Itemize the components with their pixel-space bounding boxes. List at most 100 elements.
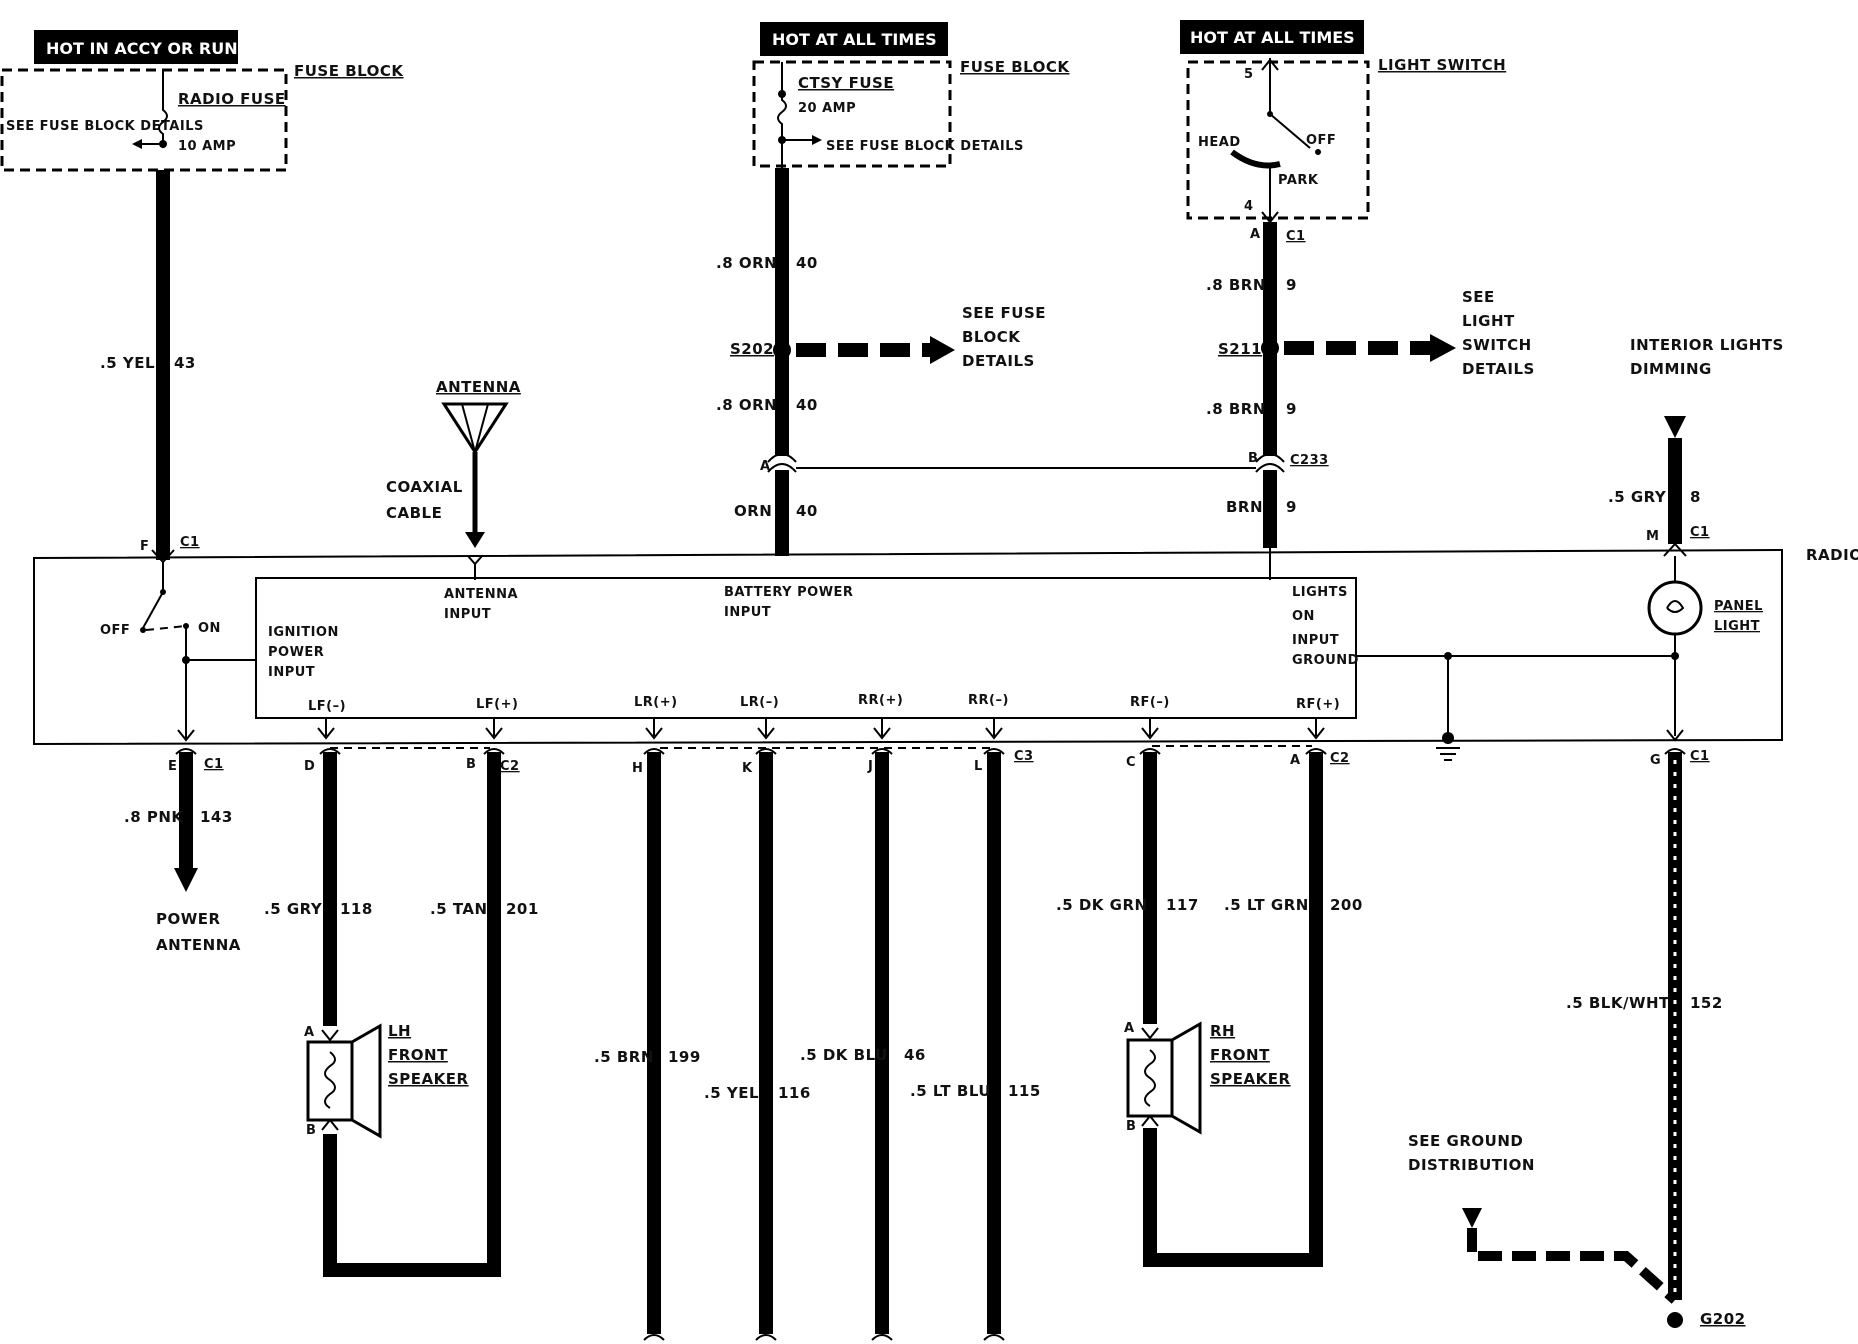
s211-see-4: DETAILS (1462, 360, 1535, 378)
lights-3: INPUT (1292, 633, 1339, 648)
light-switch-title: LIGHT SWITCH (1378, 56, 1506, 74)
ign-1: IGNITION (268, 625, 339, 640)
light-switch-pin5: 5 (1244, 67, 1254, 82)
wire-dk-grn-117-num: 117 (1166, 896, 1199, 914)
dimming-1: INTERIOR LIGHTS (1630, 336, 1784, 354)
ant-in-1: ANTENNA (444, 587, 518, 602)
radio-lf-pos: LF(+) (476, 697, 518, 712)
coaxial-arrowhead (465, 532, 485, 548)
lh-speaker-cone (351, 1023, 382, 1139)
pin-g: G (1650, 753, 1661, 768)
radio-lf-neg: LF(–) (308, 699, 346, 714)
ground-distribution-arrow (1462, 1208, 1482, 1228)
ctsy-fuse-see: SEE FUSE BLOCK DETAILS (826, 139, 1024, 154)
antenna-symbol (441, 402, 509, 455)
wire-brn-9c-num: 9 (1286, 498, 1297, 516)
wire-brn-199-num: 199 (668, 1048, 701, 1066)
wire-brn-9c-color: BRN (1226, 498, 1263, 516)
wire-yel-43-num: 43 (174, 354, 196, 372)
header-hot1: HOT AT ALL TIMES (772, 30, 937, 49)
header-hot1-box (760, 22, 948, 56)
ctsy-fuse-name: CTSY FUSE (798, 74, 894, 92)
wire-yel-116-num: 116 (778, 1084, 811, 1102)
light-switch-head: HEAD (1198, 135, 1241, 150)
header-accy: HOT IN ACCY OR RUN (46, 39, 238, 58)
ignition-blade (142, 591, 164, 629)
pin-h: H (632, 761, 643, 776)
radio-label: RADIO (1806, 546, 1858, 564)
wire-dk-blu-46-color: .5 DK BLU (800, 1046, 888, 1064)
light-switch-head-arc (1230, 149, 1281, 169)
ground-g202 (1667, 1312, 1683, 1328)
ant-in-2: INPUT (444, 607, 491, 622)
wire-orn-40a-color: .8 ORN (716, 254, 777, 272)
rh-pin-a: A (1124, 1021, 1135, 1036)
rh-pin-b: B (1126, 1119, 1136, 1134)
wire-orn-40b-color: .8 ORN (716, 396, 777, 414)
s211-arrowhead (1430, 334, 1456, 362)
lh-speaker-1: LH (388, 1022, 411, 1040)
pin-m: M (1646, 529, 1659, 544)
light-switch-off-contact (1315, 149, 1321, 155)
rh-speaker-cone (1171, 1021, 1202, 1135)
radio-rf-pos: RF(+) (1296, 697, 1340, 712)
rh-speaker-terminals (1141, 1027, 1159, 1127)
lh-speaker-3: SPEAKER (388, 1070, 469, 1088)
light-switch-blade (1269, 113, 1311, 149)
radio-lr-neg: LR(–) (740, 695, 779, 710)
panel-light-bulb (1647, 580, 1703, 636)
wire-pnk-143-num: 143 (200, 808, 233, 826)
pin-d: D (304, 759, 315, 774)
splice-s202-label: S202 (730, 340, 774, 358)
ignition-pivot (140, 627, 146, 633)
antenna-input-tick (467, 555, 483, 580)
pin-l: L (974, 759, 983, 774)
radio-rr-neg: RR(–) (968, 693, 1009, 708)
wire-dk-grn-117-color: .5 DK GRN (1056, 896, 1148, 914)
s202-see-2: BLOCK (962, 328, 1021, 346)
wire-orn-40c-color: ORN (734, 502, 772, 520)
antenna-label: ANTENNA (436, 378, 521, 396)
light-switch-pin4: 4 (1244, 199, 1254, 214)
pin-a-c233: A (760, 459, 771, 474)
connector-c3: C3 (1014, 749, 1034, 764)
wire-brn-9a-num: 9 (1286, 276, 1297, 294)
pin-f: F (140, 539, 149, 554)
wire-lt-blu-115-num: 115 (1008, 1082, 1041, 1100)
panel-light-filament (1666, 600, 1685, 613)
rf-connector-cups (1139, 748, 1327, 755)
pin-b-c233: B (1248, 451, 1258, 466)
wire-gry-8-color: .5 GRY (1608, 488, 1667, 506)
radio-on: ON (198, 621, 221, 636)
header-hot2-box (1180, 20, 1364, 54)
wire-brn-9a-color: .8 BRN (1206, 276, 1266, 294)
connector-g-arrow (1666, 729, 1684, 742)
wire-brn-9b-num: 9 (1286, 400, 1297, 418)
ground-distribution-line (1467, 1228, 1679, 1304)
pin-a-c2: A (1290, 753, 1301, 768)
connector-c233: C233 (1290, 453, 1329, 468)
antenna-mast-r (474, 403, 489, 453)
panel-light-2: LIGHT (1714, 619, 1760, 634)
lh-pin-b: B (306, 1123, 316, 1138)
light-switch-park: PARK (1278, 173, 1319, 188)
radio-fuse-arrowhead (132, 139, 142, 149)
connector-c1-e: C1 (204, 757, 224, 772)
wire-yel-43-color: .5 YEL (100, 354, 155, 372)
power-antenna-2: ANTENNA (156, 936, 241, 954)
header-hot2: HOT AT ALL TIMES (1190, 28, 1355, 47)
panel-light-1: PANEL (1714, 599, 1763, 614)
rear-wire-ends (643, 1334, 1005, 1341)
wire-gry-8-num: 8 (1690, 488, 1701, 506)
radio-rf-neg: RF(–) (1130, 695, 1170, 710)
rh-speaker-3: SPEAKER (1210, 1070, 1291, 1088)
ground-dist-2: DISTRIBUTION (1408, 1156, 1535, 1174)
bat-2: INPUT (724, 605, 771, 620)
wire-tan-201-num: 201 (506, 900, 539, 918)
pin-k: K (742, 761, 753, 776)
wire-lt-grn-200-color: .5 LT GRN (1224, 896, 1309, 914)
pin-b-c2: B (466, 757, 476, 772)
connector-b-c233 (1255, 453, 1285, 473)
connector-c2-left: C2 (500, 759, 520, 774)
rh-speaker-1: RH (1210, 1022, 1235, 1040)
